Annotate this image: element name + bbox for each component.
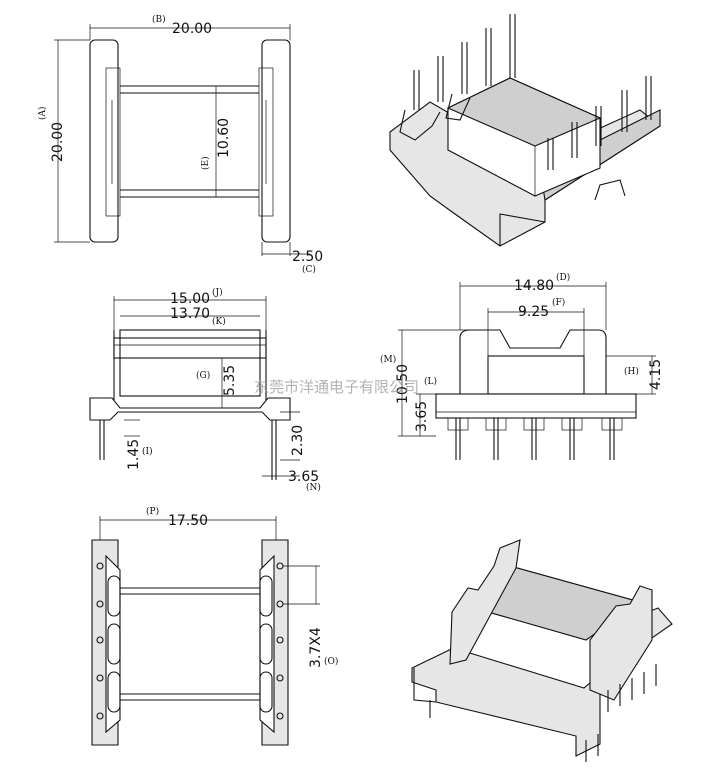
dim-p-key: (P) (146, 506, 159, 517)
dim-j-value: 15.00 (170, 291, 210, 307)
dim-g-value: 5.35 (222, 365, 238, 396)
bottom-view (91, 516, 320, 746)
dim-b-value: 20.00 (172, 21, 212, 37)
dim-n-value: 3.65 (288, 469, 319, 485)
dim-230-value: 2.30 (290, 425, 306, 456)
dim-h-key: (H) (624, 366, 639, 377)
dim-f-value: 9.25 (518, 304, 549, 320)
dim-m-value: 10.50 (395, 364, 411, 404)
dim-k-key: (K) (212, 316, 226, 327)
dim-e-key: (E) (200, 156, 211, 170)
dim-k-value: 13.70 (170, 306, 210, 322)
dim-c-value: 2.50 (292, 249, 323, 265)
dim-i-key: (I) (142, 446, 153, 457)
dim-b-key: (B) (152, 14, 166, 25)
dim-d-key: (D) (556, 272, 570, 283)
dim-h-value: 4.15 (648, 359, 664, 390)
bottom-view-pin-holes (96, 562, 284, 720)
dim-i-value: 1.45 (126, 439, 142, 470)
dim-f-key: (F) (552, 297, 565, 308)
side-view (398, 282, 656, 460)
front-view (89, 296, 300, 480)
watermark-text: 东莞市洋通电子有限公司 (254, 378, 419, 396)
dim-m-key: (M) (380, 354, 396, 365)
iso-top-pins (413, 14, 652, 170)
side-view-pins (447, 417, 623, 460)
dim-g-key: (G) (196, 370, 210, 381)
dim-d-value: 14.80 (514, 278, 554, 294)
dim-e-value: 10.60 (216, 118, 232, 158)
top-view (54, 24, 310, 256)
dim-l-key: (L) (424, 376, 437, 387)
dim-p-value: 17.50 (168, 513, 208, 529)
dim-c-key: (C) (302, 264, 316, 275)
dim-a-value: 20.00 (50, 122, 66, 162)
iso-bottom-pins (429, 664, 657, 762)
iso-view-bottom (411, 539, 673, 762)
dim-o-key: (O) (324, 656, 338, 667)
dim-n-key: (N) (306, 482, 321, 493)
dim-o-value: 3.7X4 (308, 627, 324, 668)
dim-a-key: (A) (37, 106, 48, 120)
dim-j-key: (J) (212, 287, 223, 298)
iso-view-top (389, 14, 661, 247)
dim-l-value: 3.65 (414, 401, 430, 432)
